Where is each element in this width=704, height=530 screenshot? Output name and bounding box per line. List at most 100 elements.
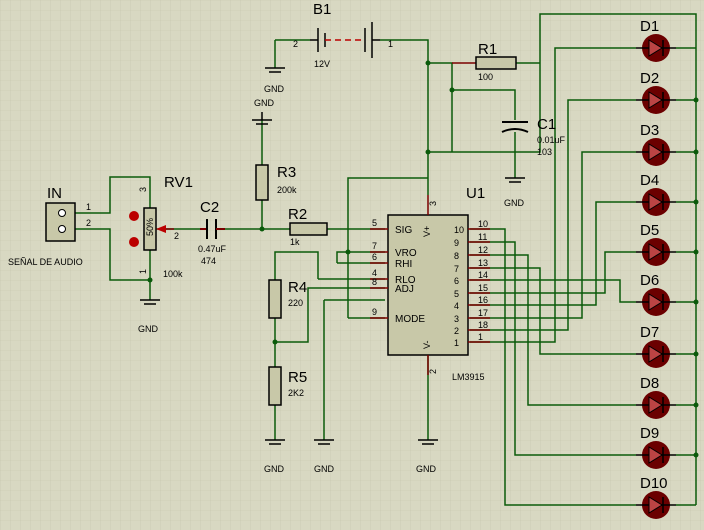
r1-value: 100 [478, 72, 493, 82]
u1-left-pin-num: 5 [372, 218, 377, 228]
led-label: D5 [640, 222, 659, 239]
u1-right-pin-num: 10 [478, 219, 488, 229]
led-d3[interactable]: D3 [636, 122, 676, 166]
u1-right-pin-inner: 2 [454, 326, 459, 336]
ic-u1[interactable]: U1 LM3915 3 2 V+ V- 5SIG7VRO6RHI4RLO8ADJ… [370, 185, 490, 382]
u1-right-pin-inner: 1 [454, 338, 459, 348]
resistor-r4[interactable]: R4 220 [268, 279, 307, 319]
battery-b1[interactable]: B1 2 1 12V [293, 1, 393, 69]
wires [75, 13, 697, 506]
r3-value: 200k [277, 185, 297, 195]
led-d1[interactable]: D1 [636, 18, 676, 62]
rv1-wiper: 50% [145, 218, 155, 236]
led-label: D3 [640, 122, 659, 139]
u1-right-pin-num: 15 [478, 283, 488, 293]
u1-left-pin-num: 6 [372, 252, 377, 262]
resistor-r1[interactable]: R1 100 [452, 41, 517, 82]
ground-symbols [140, 67, 525, 445]
capacitor-c1[interactable]: C1 0.01uF 103 [501, 116, 566, 157]
resistor-r2[interactable]: R2 1k [288, 206, 328, 247]
u1-bottom-pin: 2 [428, 369, 438, 374]
capacitor-c2[interactable]: C2 0.47uF 474 [198, 199, 227, 266]
u1-left-pin-num: 8 [372, 277, 377, 287]
resistor-r3[interactable]: R3 200k [255, 164, 297, 201]
r4-value: 220 [288, 298, 303, 308]
u1-right-pin-inner: 9 [454, 238, 459, 248]
junction-dots [147, 60, 699, 458]
input-caption: SEÑAL DE AUDIO [8, 257, 83, 267]
u1-ref: U1 [466, 185, 485, 202]
gnd-label-r3: GND [254, 98, 275, 108]
u1-right-pin-inner: 7 [454, 264, 459, 274]
u1-right-pin-num: 13 [478, 258, 488, 268]
led-d8[interactable]: D8 [636, 375, 676, 419]
u1-right-pin-inner: 5 [454, 289, 459, 299]
u1-right-pin-num: 17 [478, 308, 488, 318]
b1-pin1: 1 [388, 39, 393, 49]
c2-ref: C2 [200, 199, 219, 216]
u1-right-pin-inner: 4 [454, 301, 459, 311]
u1-left-pin-name: RLO [395, 275, 416, 286]
r2-ref: R2 [288, 206, 307, 223]
rv1-decrease-icon[interactable] [129, 237, 139, 247]
r5-ref: R5 [288, 369, 307, 386]
u1-right-pin-inner: 3 [454, 314, 459, 324]
b1-value: 12V [314, 59, 330, 69]
u1-vminus: V- [422, 340, 432, 349]
rv1-increase-icon[interactable] [129, 211, 139, 221]
u1-left-pin-num: 7 [372, 241, 377, 251]
u1-left-pin-name: SIG [395, 225, 412, 236]
r4-ref: R4 [288, 279, 307, 296]
led-d9[interactable]: D9 [636, 425, 676, 469]
rv1-pin3: 3 [138, 187, 148, 192]
resistor-r5[interactable]: R5 2K2 [268, 342, 307, 406]
led-label: D8 [640, 375, 659, 392]
u1-left-pin-name: VRO [395, 248, 417, 259]
gnd-label-r5: GND [264, 464, 285, 474]
b1-ref: B1 [313, 1, 331, 18]
led-d4[interactable]: D4 [636, 172, 676, 216]
u1-right-pin-num: 11 [478, 232, 487, 242]
u1-left-pin-num: 9 [372, 307, 377, 317]
c2-value: 0.47uF [198, 244, 227, 254]
u1-right-pin-num: 16 [478, 295, 488, 305]
led-d6[interactable]: D6 [636, 272, 676, 316]
gnd-label-rv1: GND [138, 324, 159, 334]
rv1-pin2: 2 [174, 231, 179, 241]
u1-right-pin-num: 14 [478, 270, 488, 280]
c2-code: 474 [201, 256, 216, 266]
gnd-label-c1: GND [504, 198, 525, 208]
led-label: D1 [640, 18, 659, 35]
potentiometer-rv1[interactable]: 50% RV1 3 1 2 100k [129, 174, 193, 279]
u1-right-pin-inner: 10 [454, 225, 464, 235]
u1-left-pin-name: RHI [395, 259, 412, 270]
u1-right-pin-inner: 8 [454, 251, 459, 261]
led-d7[interactable]: D7 [636, 324, 676, 368]
led-d10[interactable]: D10 [636, 475, 676, 519]
gnd-label-mode: GND [314, 464, 335, 474]
led-label: D6 [640, 272, 659, 289]
led-d5[interactable]: D5 [636, 222, 676, 266]
u1-right-pin-num: 12 [478, 245, 488, 255]
u1-left-pin-num: 4 [372, 268, 377, 278]
rv1-ref: RV1 [164, 174, 193, 191]
led-label: D10 [640, 475, 668, 492]
r2-value: 1k [290, 237, 300, 247]
input-connector[interactable]: IN 1 2 SEÑAL DE AUDIO [8, 185, 91, 267]
input-ref: IN [47, 185, 62, 202]
c1-ref: C1 [537, 116, 556, 133]
gnd-label-battery: GND [264, 84, 285, 94]
r1-ref: R1 [478, 41, 497, 58]
led-d2[interactable]: D2 [636, 70, 676, 114]
u1-top-pin: 3 [428, 201, 438, 206]
u1-right-pin-num: 1 [478, 332, 483, 342]
r5-value: 2K2 [288, 388, 304, 398]
input-pin1: 1 [86, 202, 91, 212]
r3-ref: R3 [277, 164, 296, 181]
u1-right-pin-inner: 6 [454, 276, 459, 286]
b1-pin2: 2 [293, 39, 298, 49]
led-label: D2 [640, 70, 659, 87]
